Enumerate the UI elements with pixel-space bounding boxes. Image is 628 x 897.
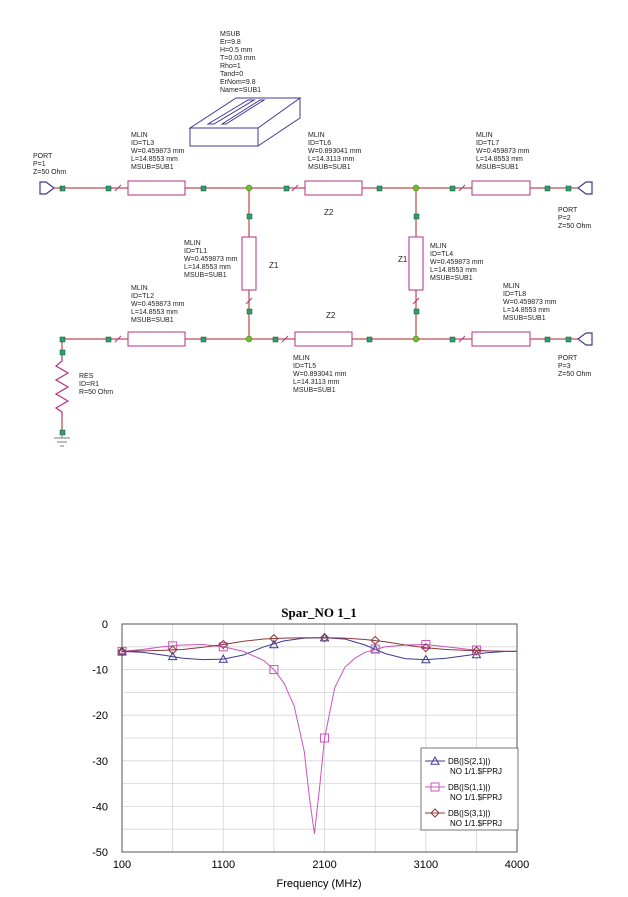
tl8-label: MLIN ID=TL8 W=0.459873 mm L=14.8553 mm M… — [503, 283, 558, 322]
port2-label: PORT P=2 Z=50 Ohm — [558, 207, 591, 230]
marker-s31 — [370, 635, 380, 646]
z2-top-label: Z2 — [324, 208, 334, 217]
y-axis-ticks: 0 -10 -20 -30 -40 -50 — [92, 619, 108, 859]
marker-s21 — [218, 654, 229, 663]
y-tick-label: -10 — [92, 665, 108, 677]
marker-s31 — [421, 643, 431, 653]
x-tick-label: 2100 — [312, 859, 336, 871]
marker-s21 — [420, 654, 431, 664]
marker-s31 — [117, 646, 127, 657]
chart-grid — [121, 623, 518, 853]
tl7-block — [471, 180, 531, 196]
series-line-s21 — [121, 637, 517, 661]
y-tick-label: 0 — [102, 619, 108, 631]
legend-label: DB(|S(2,1)|) — [448, 757, 491, 766]
tl5-label: MLIN ID=TL5 W=0.893041 mm L=14.3113 mm M… — [293, 355, 348, 394]
x-tick-label: 100 — [113, 859, 131, 871]
port3-label: PORT P=3 Z=50 Ohm — [558, 355, 591, 378]
port1-icon — [39, 181, 55, 195]
legend-sublabel: NO 1/1.$FPRJ — [450, 767, 502, 776]
marker-s21 — [167, 651, 178, 661]
marker-s31 — [269, 633, 279, 644]
legend-sublabel: NO 1/1.$FPRJ — [450, 819, 502, 828]
z2-bottom-label: Z2 — [326, 311, 336, 320]
x-tick-label: 4000 — [505, 859, 529, 871]
port1-label: PORT P=1 Z=50 Ohm — [33, 153, 66, 176]
x-tick-label: 1100 — [211, 859, 235, 871]
legend-marker-s21 — [430, 755, 440, 765]
legend-marker-s11 — [430, 782, 440, 792]
series-layer — [117, 632, 517, 834]
marker-s11 — [421, 640, 431, 650]
marker-s11 — [471, 645, 481, 655]
msub-label: MSUB Er=9.8 H=0.5 mm T=0.03 mm Rho=1 Tan… — [220, 31, 261, 94]
tl2-block — [127, 331, 186, 347]
resistor-icon — [54, 355, 70, 418]
marker-s31 — [319, 632, 330, 643]
legend-label: DB(|S(1,1)|) — [448, 783, 491, 792]
legend-sublabel: NO 1/1.$FPRJ — [450, 793, 502, 802]
tl3-block — [127, 180, 186, 196]
tl7-label: MLIN ID=TL7 W=0.459873 mm L=14.8553 mm M… — [476, 132, 531, 171]
tl2-label: MLIN ID=TL2 W=0.459873 mm L=14.8553 mm M… — [131, 285, 186, 324]
z1-left-label: Z1 — [269, 261, 279, 270]
tl4-label: MLIN ID=TL4 W=0.459873 mm L=14.8553 mm M… — [430, 243, 485, 282]
port2-icon — [577, 181, 593, 195]
marker-s31 — [167, 645, 178, 655]
marker-s31 — [218, 639, 228, 650]
z1-right-label: Z1 — [398, 255, 408, 264]
plot-frame — [121, 623, 518, 853]
legend-marker-s31 — [430, 808, 440, 818]
circuit-schematic: MSUB Er=9.8 H=0.5 mm T=0.03 mm Rho=1 Tan… — [33, 31, 593, 447]
tl3-label: MLIN ID=TL3 W=0.459873 mm L=14.8553 mm M… — [131, 132, 186, 171]
x-tick-label: 3100 — [414, 859, 438, 871]
sparam-chart: Spar_NO 1_1 0 -10 -20 -30 -40 -50 100 1100 2100… — [92, 605, 529, 890]
tl1-block — [241, 236, 257, 291]
legend-label: DB(|S(3,1)|) — [448, 809, 491, 818]
res-label: RES ID=R1 R=50 Ohm — [79, 373, 113, 396]
marker-s11 — [218, 642, 228, 652]
tl6-block — [304, 180, 363, 196]
tl6-label: MLIN ID=TL6 W=0.893041 mm L=14.3113 mm M… — [308, 132, 363, 171]
ground-icon — [54, 432, 70, 447]
tl5-block — [294, 331, 353, 347]
marker-s21 — [269, 639, 279, 649]
marker-s31 — [471, 646, 482, 656]
y-tick-label: -50 — [92, 847, 108, 859]
marker-s11 — [269, 665, 279, 675]
chart-title: Spar_NO 1_1 — [281, 605, 356, 620]
port3-icon — [577, 332, 593, 346]
y-tick-label: -40 — [92, 801, 108, 813]
x-axis-label: Frequency (MHz) — [277, 878, 362, 890]
msub-substrate-icon — [188, 97, 302, 147]
y-tick-label: -20 — [92, 710, 108, 722]
tl8-block — [471, 331, 531, 347]
tl4-block — [408, 236, 424, 291]
x-axis-ticks: 100 1100 2100 3100 4000 — [113, 859, 529, 871]
series-line-s31 — [121, 637, 517, 652]
tl1-label: MLIN ID=TL1 W=0.459873 mm L=14.8553 mm M… — [184, 240, 239, 279]
marker-s11 — [320, 733, 330, 743]
y-tick-label: -30 — [92, 756, 108, 768]
